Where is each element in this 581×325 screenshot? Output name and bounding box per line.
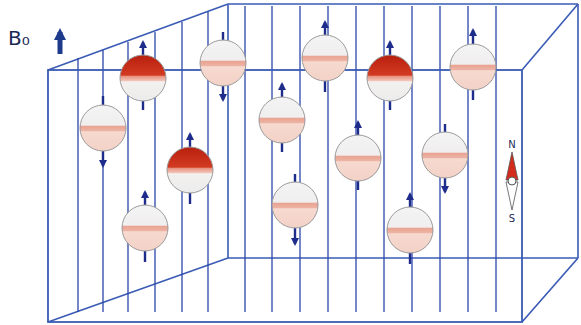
field-label: B₀	[8, 28, 30, 48]
compass-south: S	[509, 214, 515, 224]
box-outline	[48, 4, 578, 322]
nuclei	[80, 35, 496, 253]
field-lines	[78, 6, 496, 312]
spin-arrows	[103, 22, 473, 264]
compass-north: N	[508, 140, 515, 150]
field-arrow	[58, 32, 63, 54]
box-front	[48, 70, 522, 322]
compass-needle	[506, 152, 518, 210]
